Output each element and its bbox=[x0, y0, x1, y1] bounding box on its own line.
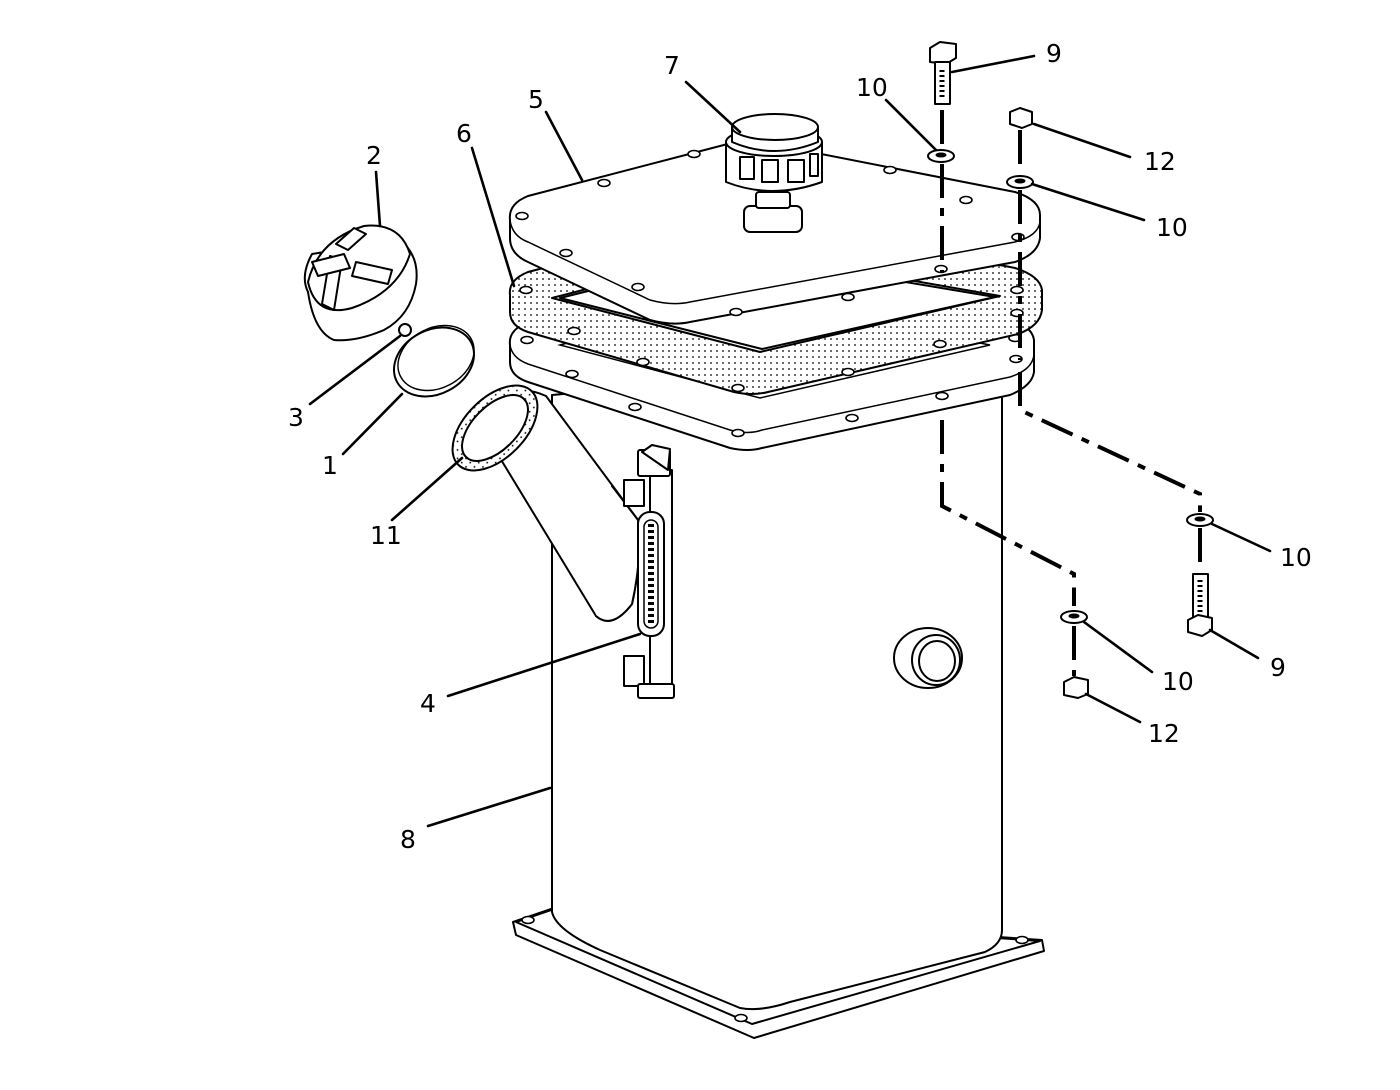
filler-tube bbox=[451, 384, 641, 622]
callout-3: 3 bbox=[288, 403, 304, 432]
filler-cap bbox=[303, 224, 418, 342]
bolt-top bbox=[929, 41, 957, 105]
nut-lower bbox=[1063, 676, 1089, 699]
callout-10-lower-right: 10 bbox=[1280, 543, 1312, 572]
callout-9-top: 9 bbox=[1046, 39, 1062, 68]
callout-4: 4 bbox=[420, 689, 436, 718]
callout-10-top-right: 10 bbox=[1156, 213, 1188, 242]
callout-2: 2 bbox=[366, 141, 382, 170]
callout-12-top: 12 bbox=[1144, 147, 1176, 176]
alignment-lines bbox=[940, 110, 1202, 676]
leader-lines bbox=[308, 54, 1272, 828]
rim-holes bbox=[520, 333, 1023, 438]
breather bbox=[725, 113, 823, 233]
callout-8: 8 bbox=[400, 825, 416, 854]
side-port bbox=[893, 627, 963, 689]
callout-9-lower: 9 bbox=[1270, 653, 1286, 682]
callout-10-lower-left: 10 bbox=[1162, 667, 1194, 696]
callout-11: 11 bbox=[370, 521, 402, 550]
gasket-holes bbox=[519, 285, 1024, 393]
callout-6: 6 bbox=[456, 119, 472, 148]
cover-holes bbox=[515, 149, 1025, 317]
callout-12-lower: 12 bbox=[1148, 719, 1180, 748]
callout-labels: 1 2 3 4 5 6 7 8 9 9 10 10 10 10 11 12 12 bbox=[288, 39, 1312, 854]
callout-1: 1 bbox=[322, 451, 338, 480]
strainer-screen bbox=[392, 324, 476, 398]
callout-7: 7 bbox=[664, 51, 680, 80]
nut-top bbox=[1009, 107, 1033, 129]
plug bbox=[398, 323, 412, 337]
sight-gauge bbox=[623, 444, 675, 699]
bolt-lower bbox=[1187, 573, 1213, 637]
callout-5: 5 bbox=[528, 85, 544, 114]
callout-10-top-left: 10 bbox=[856, 73, 888, 102]
